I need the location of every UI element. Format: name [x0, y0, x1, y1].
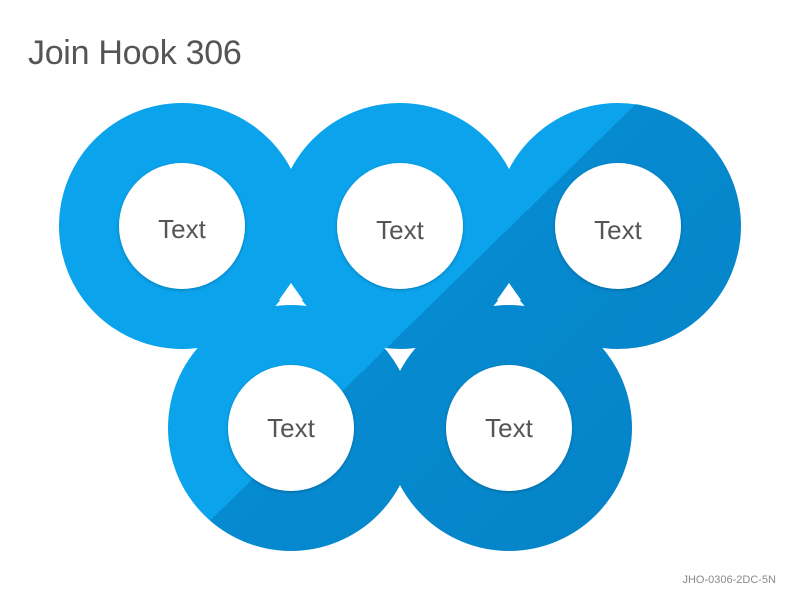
ring-3-center	[555, 163, 681, 289]
gap-triangle-3	[388, 349, 412, 366]
ring-labels: Text Text Text Text Text	[158, 214, 642, 443]
gap-triangle-2	[497, 283, 521, 300]
ring-gaps	[279, 283, 521, 366]
ring-centers	[119, 163, 681, 491]
page-title: Join Hook 306	[28, 34, 242, 72]
ring-2-label: Text	[376, 215, 424, 245]
ring-2-center	[337, 163, 463, 289]
ring-4-label: Text	[267, 413, 315, 443]
ring-5-center	[446, 365, 572, 491]
ring-5-label: Text	[485, 413, 533, 443]
gap-triangle-1	[279, 283, 303, 300]
ring-4-center	[228, 365, 354, 491]
ring-1-label: Text	[158, 214, 206, 244]
footer-code: JHO-0306-2DC-5N	[682, 574, 776, 586]
ring-1-center	[119, 163, 245, 289]
ring-3-label: Text	[594, 215, 642, 245]
